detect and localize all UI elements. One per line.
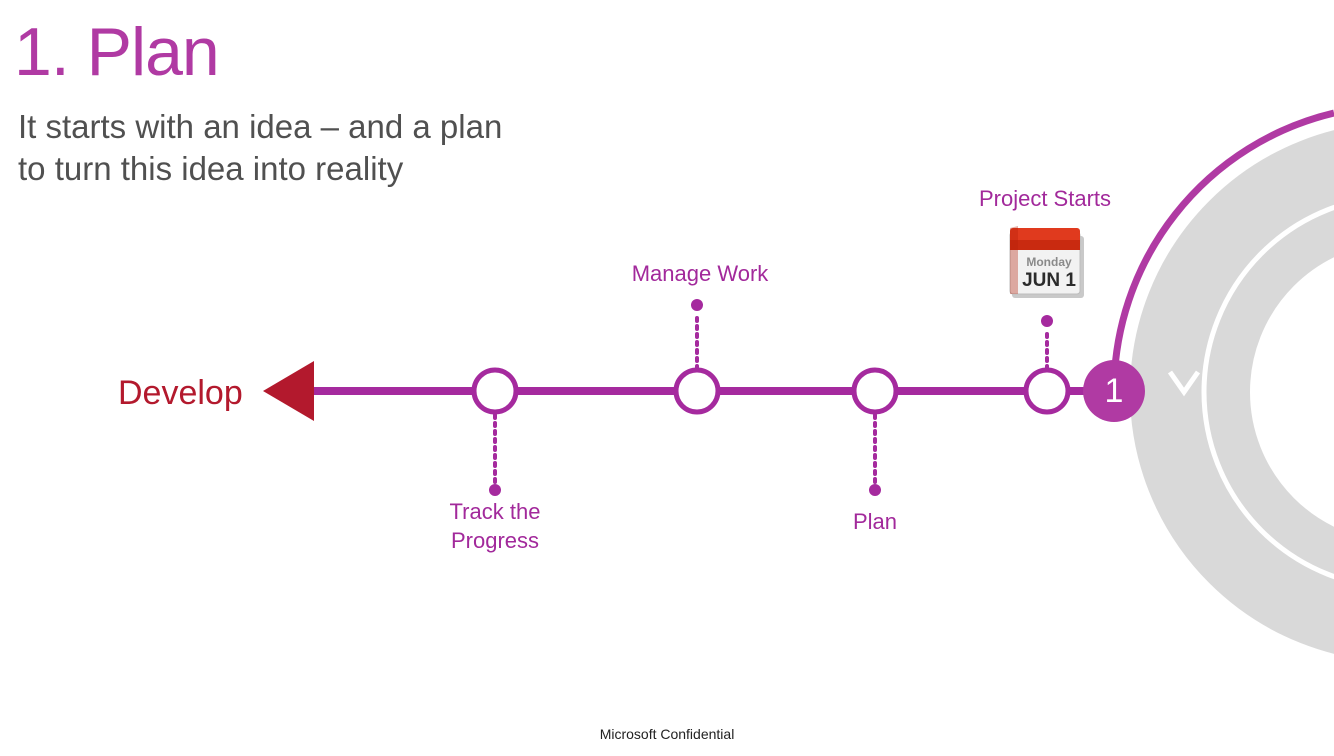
milestone-label-manage-work: Manage Work bbox=[631, 261, 769, 286]
calendar-icon bbox=[1009, 226, 1084, 298]
milestone-node-plan bbox=[851, 367, 899, 415]
page-title: 1. Plan bbox=[14, 14, 220, 90]
stage-badge bbox=[1083, 360, 1145, 422]
cycle-ring bbox=[1130, 130, 1334, 654]
connector-dot bbox=[869, 484, 881, 496]
cycle-ring-inner-line bbox=[1201, 204, 1334, 580]
calendar-day: Monday bbox=[1026, 255, 1072, 269]
subtitle-line-2: to turn this idea into reality bbox=[18, 150, 404, 187]
calendar-date: JUN 1 bbox=[1022, 270, 1076, 291]
cycle-arc bbox=[1110, 109, 1334, 393]
chevron-down-icon bbox=[1167, 370, 1201, 397]
connector-dot bbox=[691, 299, 703, 311]
stage-number: 1 bbox=[1104, 372, 1124, 410]
develop-label: Develop bbox=[118, 374, 243, 412]
milestone-node-project-starts bbox=[1023, 367, 1071, 415]
page-subtitle: It starts with an idea – and a plan to t… bbox=[18, 106, 578, 190]
subtitle-line-1: It starts with an idea – and a plan bbox=[18, 108, 503, 145]
milestone-label-project-starts: Project Starts bbox=[978, 186, 1112, 211]
arrow-left-icon bbox=[263, 361, 314, 421]
milestone-label-track-progress: Track the Progress bbox=[450, 497, 541, 555]
milestone-label-track-line-1: Track the bbox=[449, 499, 541, 524]
milestone-node-manage-work bbox=[673, 367, 721, 415]
connector-dot bbox=[1041, 315, 1053, 327]
footer-confidential: Microsoft Confidential bbox=[599, 726, 735, 742]
milestone-label-plan: Plan bbox=[852, 509, 898, 534]
milestone-node-track-progress bbox=[471, 367, 519, 415]
milestone-label-track-line-2: Progress bbox=[450, 528, 540, 553]
connector-dot bbox=[489, 484, 501, 496]
